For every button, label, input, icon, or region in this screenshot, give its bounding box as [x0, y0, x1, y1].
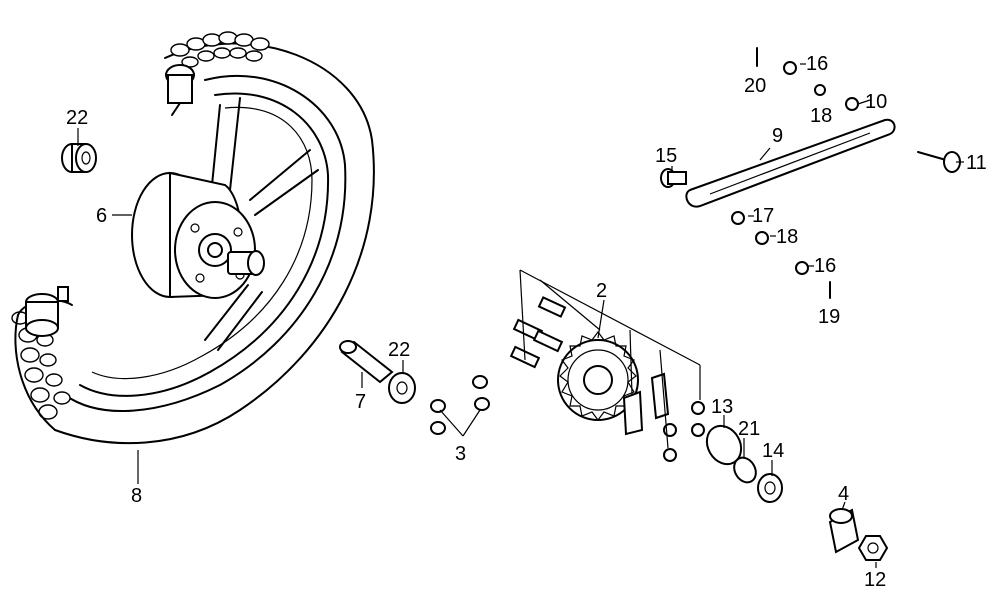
lock-plates	[622, 372, 670, 436]
callout-12: 12	[864, 569, 886, 591]
callout-7: 7	[355, 391, 366, 413]
bolt-15	[660, 168, 687, 188]
wheel-hub	[131, 171, 265, 299]
callout-18-bottom: 18	[776, 226, 798, 248]
sprocket-2	[557, 331, 639, 421]
callout-9: 9	[772, 125, 783, 147]
callout-18-top: 18	[810, 105, 832, 127]
callout-19: 19	[818, 306, 840, 328]
callout-4: 4	[838, 483, 849, 505]
bearing-22-left	[61, 143, 97, 173]
callout-6: 6	[96, 205, 107, 227]
callout-17: 17	[752, 205, 774, 227]
bearing-22-right	[388, 372, 416, 404]
guide-lines	[519, 269, 701, 449]
bolt-11	[917, 151, 961, 173]
wheel-spokes	[204, 97, 319, 351]
callout-labels: 2 3 4 6 7 8 9 10 11 12 13 14 15 16 16 17…	[66, 53, 987, 591]
valve-stem-bottom	[25, 286, 69, 337]
callout-15: 15	[655, 145, 677, 167]
bearing-14	[757, 473, 783, 503]
callout-16-top: 16	[806, 53, 828, 75]
circlip-13	[705, 424, 743, 466]
collar-4	[828, 508, 860, 554]
sprocket-nuts	[663, 401, 705, 462]
sprocket-bolts	[509, 296, 567, 369]
collars-3	[430, 375, 490, 435]
callout-8: 8	[131, 485, 142, 507]
callout-13: 13	[711, 396, 733, 418]
tire-tread-top	[170, 31, 270, 68]
nut-12	[857, 535, 889, 561]
callout-22-left: 22	[66, 107, 88, 129]
torque-link-9	[685, 118, 896, 208]
callout-10: 10	[865, 91, 887, 113]
valve-stem-top	[165, 64, 195, 116]
oring-21	[733, 456, 757, 484]
callout-21: 21	[738, 418, 760, 440]
wheel-assembly	[11, 31, 375, 445]
callout-16-bottom: 16	[814, 255, 836, 277]
callout-20: 20	[744, 75, 766, 97]
callout-11: 11	[966, 152, 987, 174]
callout-14: 14	[762, 440, 784, 462]
callout-2: 2	[596, 280, 607, 302]
callout-22-right: 22	[388, 339, 410, 361]
small-hardware	[731, 47, 859, 299]
spacer-7	[339, 340, 394, 384]
leader-lines	[77, 63, 964, 568]
callout-3: 3	[455, 443, 466, 465]
